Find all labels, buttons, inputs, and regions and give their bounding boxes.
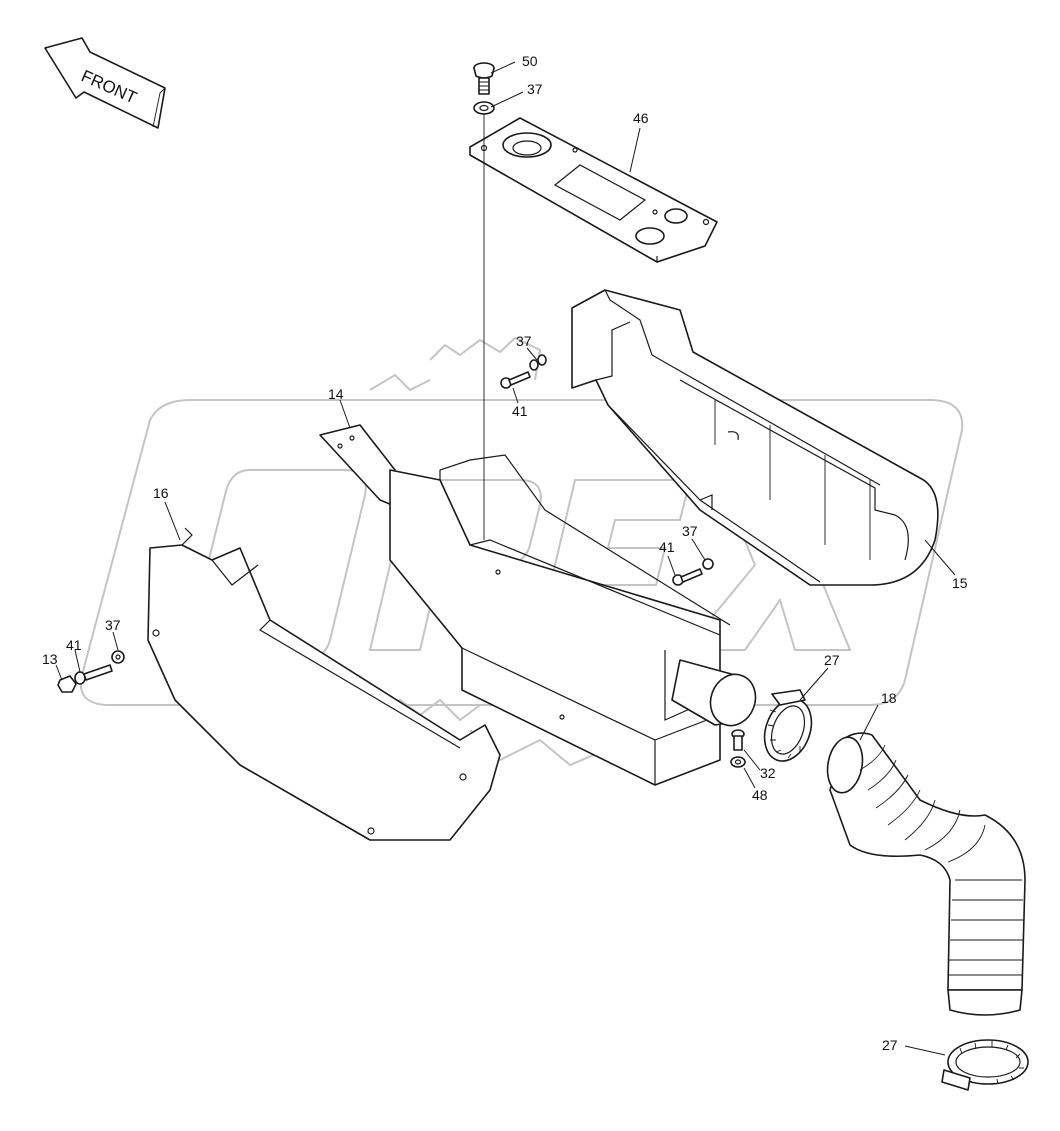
washer-37-right [702,558,714,570]
callout-16: 16 [153,485,169,501]
callout-15: 15 [952,575,968,591]
callout-13: 13 [42,651,58,667]
callout-27: 27 [824,652,840,668]
bolt-41-left [74,664,113,685]
callout-41: 41 [512,403,528,419]
top-panel-46 [469,117,718,264]
bolt-41-upper [500,371,531,389]
callout-27: 27 [882,1037,898,1053]
washer-37-upper [529,354,547,371]
callout-37: 37 [682,523,698,539]
callout-41: 41 [66,637,82,653]
left-cover-16 [147,527,501,841]
nut-13 [57,675,77,693]
callout-50: 50 [522,53,538,69]
callout-46: 46 [633,110,649,126]
hose-clamp-27-upper [763,689,813,762]
callout-37: 37 [527,81,543,97]
flex-hose-18 [826,732,1026,1016]
callout-48: 48 [752,787,768,803]
callout-14: 14 [328,386,344,402]
bolt-50 [473,62,495,95]
callout-41: 41 [659,539,675,555]
leader-lines [55,61,956,1056]
washer-37-top [473,101,495,115]
callouts: 50 37 46 37 41 14 16 15 37 41 37 41 13 2… [42,53,968,1053]
housing-duct [389,454,757,786]
right-cover-15 [571,289,939,586]
callout-32: 32 [760,765,776,781]
bolt-41-right [672,568,703,586]
callout-37: 37 [516,333,532,349]
callout-18: 18 [881,690,897,706]
bolt-32 [731,729,745,751]
hose-clamp-27-lower [941,1039,1029,1091]
washer-48 [730,756,746,768]
front-arrow: FRONT [44,37,166,129]
gasket-14 [319,424,396,506]
callout-37: 37 [105,617,121,633]
washer-37-left [111,650,125,664]
